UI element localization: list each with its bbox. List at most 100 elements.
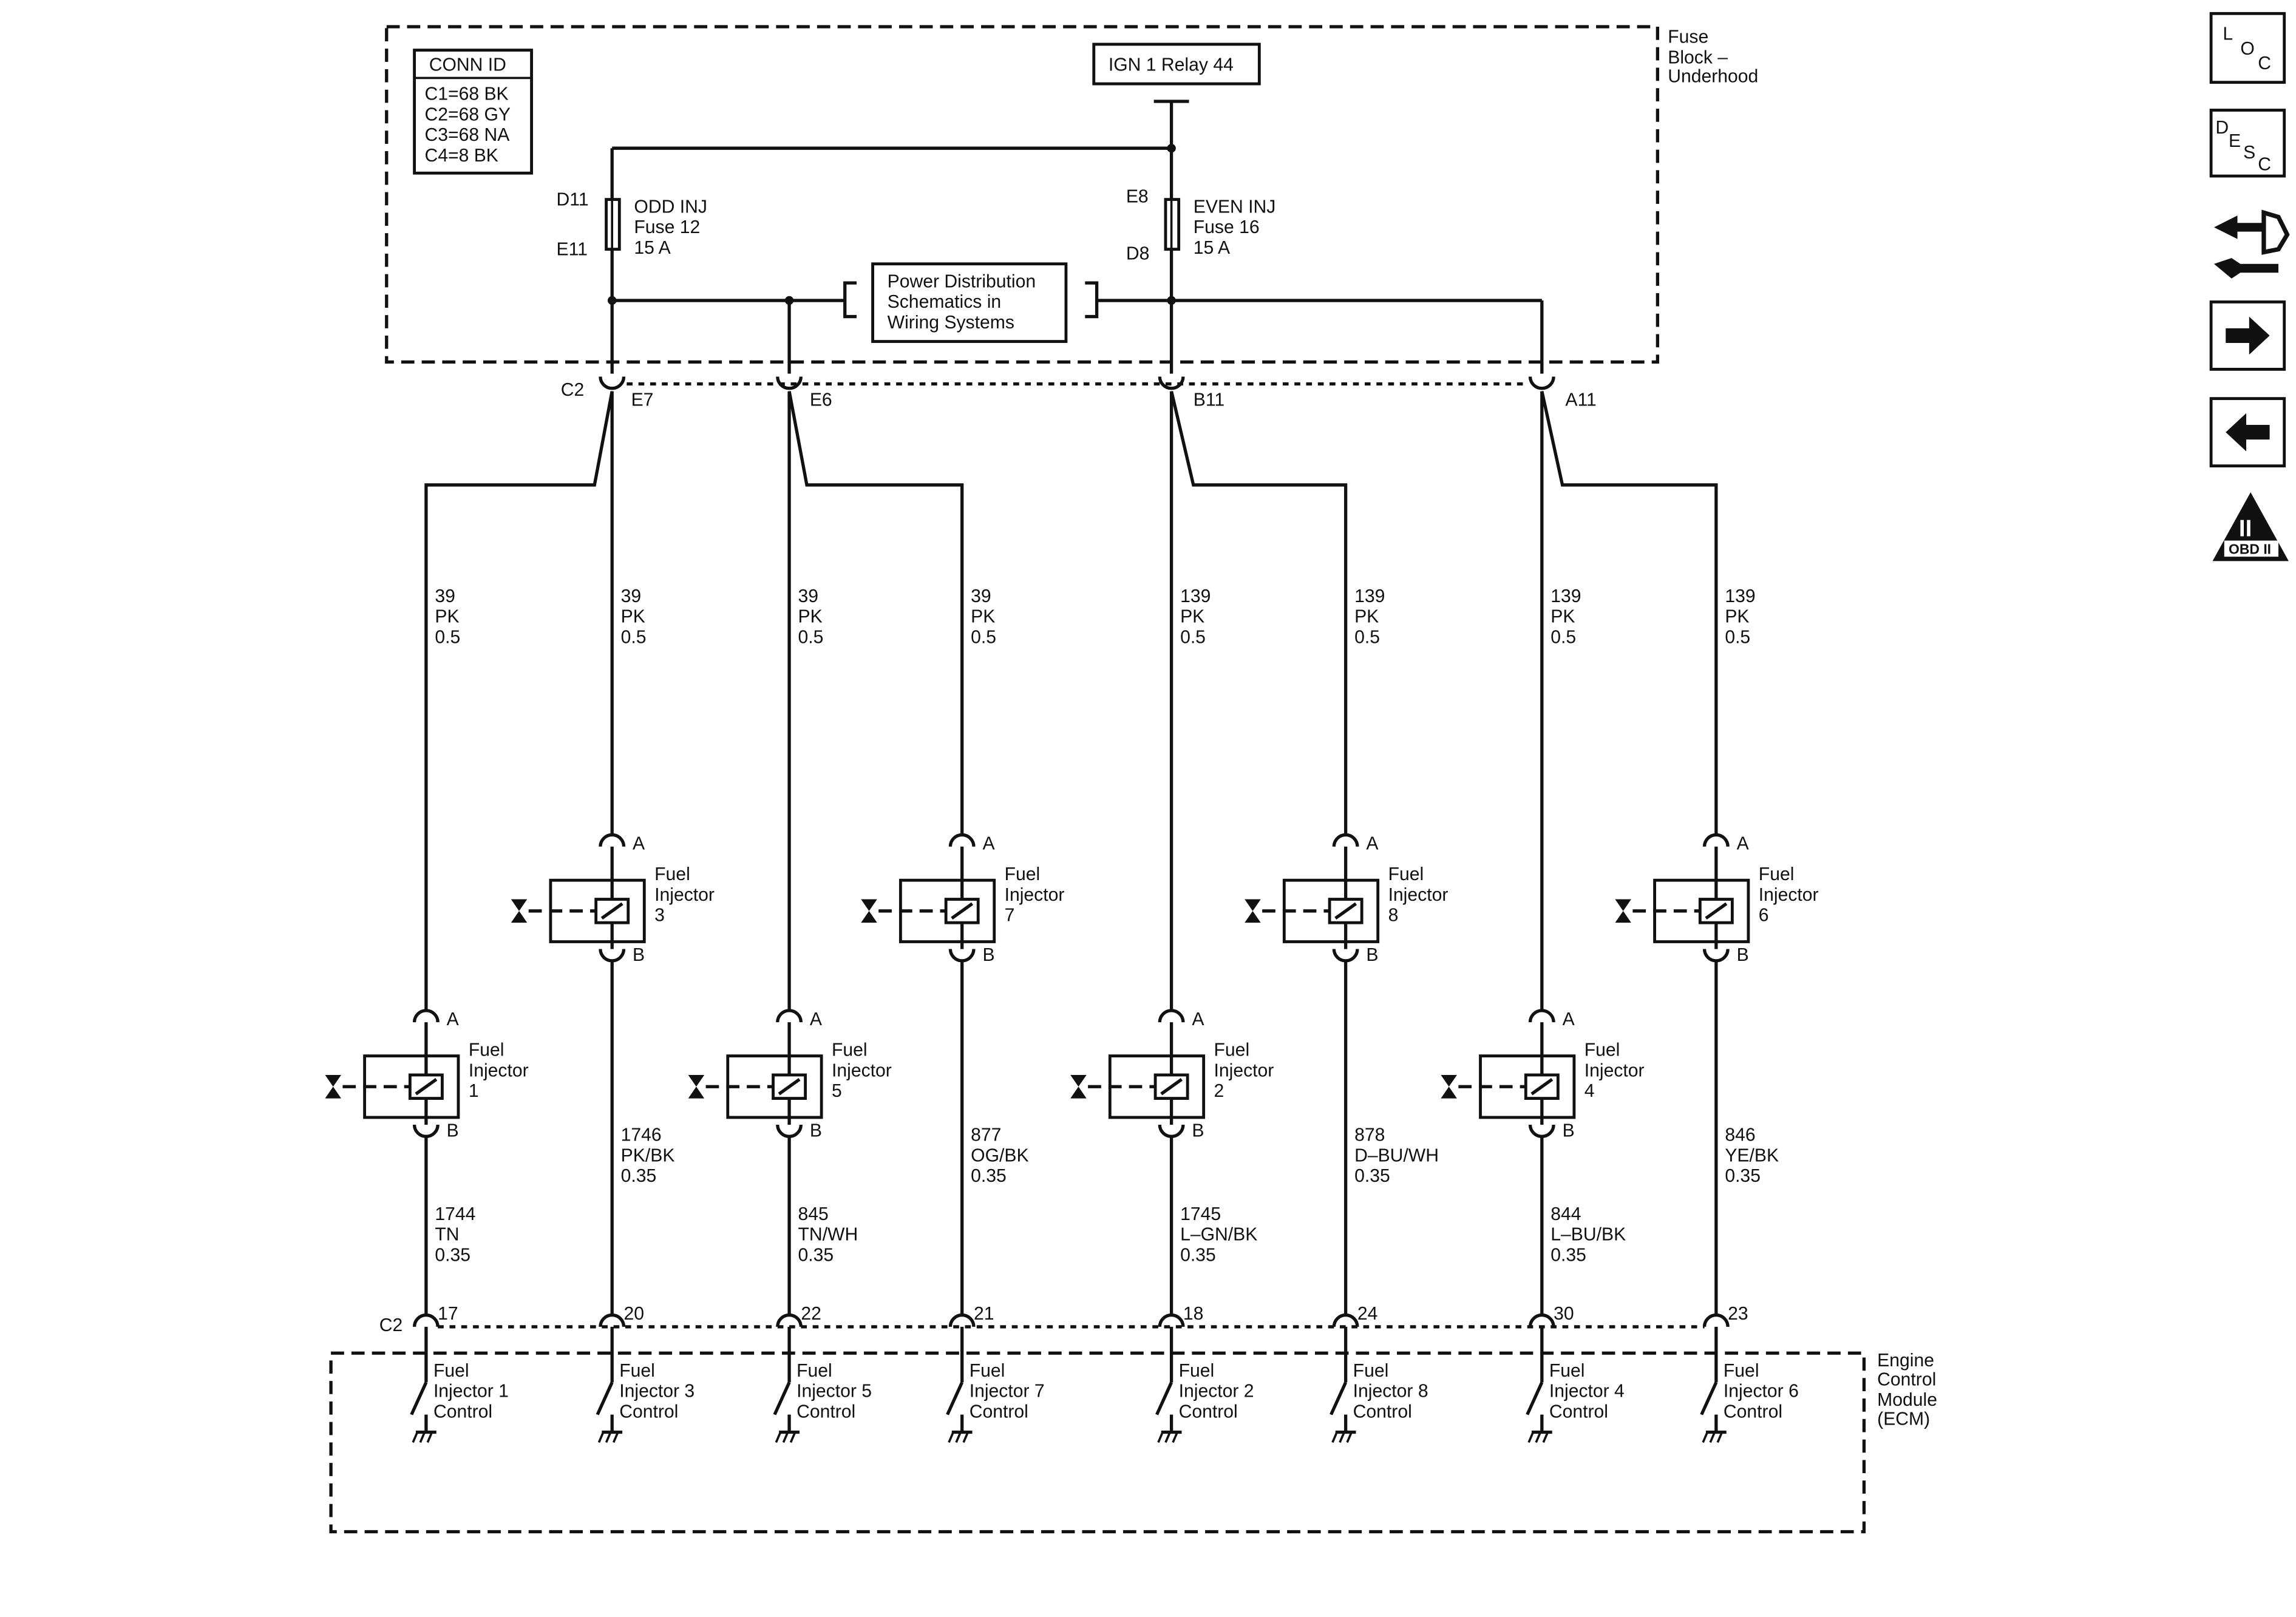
ign-relay: IGN 1 Relay 44 <box>1092 42 1261 153</box>
wire-size: 0.5 <box>971 627 996 647</box>
wire-circuit: 139 <box>1354 586 1385 606</box>
obd-roman: II <box>2239 515 2252 541</box>
desc-letter-s: S <box>2243 143 2255 163</box>
fuse-block-boundary <box>385 25 1660 364</box>
valve-icon <box>325 1074 341 1099</box>
fuel-injectors: ABFuelInjector1ABFuelInjector3ABFuelInje… <box>325 833 1819 1315</box>
loc-letter-c: C <box>2258 53 2271 73</box>
injector-name-line1: Fuel <box>832 1040 868 1060</box>
wire-circuit: 39 <box>798 586 819 606</box>
even-fuse-top-pin: E8 <box>1126 186 1149 206</box>
ecm-driver-line1: Fuel <box>1353 1361 1389 1381</box>
wire-size: 0.35 <box>1725 1166 1761 1186</box>
wire-circuit: 846 <box>1725 1125 1755 1145</box>
injector-pin-a: A <box>1192 1009 1204 1029</box>
valve-icon <box>1070 1074 1087 1099</box>
fuse-block-label-line1: Fuse <box>1668 27 1708 47</box>
ecm-driver-line2: Injector 2 <box>1179 1381 1254 1402</box>
ecm-driver-line2: Injector 4 <box>1549 1381 1625 1402</box>
odd-fuse-line1: ODD INJ <box>634 197 707 217</box>
ecm-pin: 24 <box>1357 1304 1378 1324</box>
injector-pin-a: A <box>633 834 645 854</box>
injector-name-line2: Injector <box>832 1060 892 1080</box>
injector-name-line2: Injector <box>469 1060 529 1080</box>
diagnostic-connector-icon[interactable] <box>2213 209 2290 279</box>
injector-pin-a: A <box>447 1009 460 1029</box>
odd-fuse-line2: Fuse 12 <box>634 217 700 237</box>
wire-color: TN/WH <box>798 1225 858 1245</box>
injector-pin-a: A <box>982 834 995 854</box>
valve-icon <box>511 899 528 923</box>
wire-size: 0.35 <box>798 1245 834 1265</box>
fuse-block: Fuse Block – Underhood CONN ID C1=68 BK … <box>385 25 1758 410</box>
loc-letter-l: L <box>2223 24 2233 44</box>
wire-color: YE/BK <box>1725 1145 1779 1165</box>
wire-size: 0.35 <box>1550 1245 1586 1265</box>
ecm-boundary <box>329 1351 1866 1534</box>
ecm-driver-line3: Control <box>1724 1402 1782 1422</box>
ign-relay-label: IGN 1 Relay 44 <box>1109 55 1234 75</box>
conn-id-table: CONN ID C1=68 BK C2=68 GY C3=68 NA C4=8 … <box>413 49 533 175</box>
wire-color: PK <box>621 607 645 627</box>
arrow-right-icon[interactable] <box>2209 300 2286 371</box>
arrow-left-icon[interactable] <box>2209 397 2286 468</box>
conn-id-line3: C3=68 NA <box>424 125 510 145</box>
conn-id-title: CONN ID <box>429 55 506 75</box>
injector-name-line1: Fuel <box>1388 864 1424 884</box>
loc-icon[interactable]: L O C <box>2209 12 2286 84</box>
injector-pin-b: B <box>633 945 645 965</box>
nav-toolbar: L O C D E S C II OBD II <box>2209 12 2290 561</box>
power-ref-line2: Schematics in <box>888 292 1002 312</box>
ecm-pin: 17 <box>438 1304 458 1324</box>
ecm-driver-line3: Control <box>1179 1402 1238 1422</box>
wire-color: PK <box>1354 607 1379 627</box>
ecm-pin: 22 <box>801 1304 821 1324</box>
injector-name-line3: 2 <box>1214 1081 1224 1101</box>
even-fuse-line1: EVEN INJ <box>1194 197 1276 217</box>
ecm-driver-line1: Fuel <box>1179 1361 1215 1381</box>
even-fuse-bottom-pin: D8 <box>1126 244 1150 264</box>
obd-ii-icon[interactable]: II OBD II <box>2212 492 2289 561</box>
injector-name-line3: 7 <box>1005 906 1015 926</box>
injector-name-line1: Fuel <box>469 1040 504 1060</box>
wire-size: 0.35 <box>1180 1245 1216 1265</box>
valve-icon <box>688 1074 705 1099</box>
conn-id-line1: C1=68 BK <box>424 84 508 104</box>
injector-name-line3: 6 <box>1759 906 1769 926</box>
power-ref-line1: Power Distribution <box>888 271 1036 291</box>
desc-icon[interactable]: D E S C <box>2209 109 2286 178</box>
injector-name-line3: 1 <box>469 1081 479 1101</box>
injector-name-line2: Injector <box>1584 1060 1645 1080</box>
wire-size: 0.5 <box>1354 627 1380 647</box>
injector-pin-b: B <box>1366 945 1378 965</box>
wire-color: L–BU/BK <box>1550 1225 1626 1245</box>
power-ref-line3: Wiring Systems <box>888 313 1014 333</box>
valve-icon <box>1245 899 1261 923</box>
wire-size: 0.5 <box>1180 627 1206 647</box>
pin-e7: E7 <box>631 390 654 410</box>
wire-circuit: 39 <box>435 586 455 606</box>
injector-name-line3: 5 <box>832 1081 842 1101</box>
pin-e6: E6 <box>810 390 832 410</box>
wire-circuit: 1744 <box>435 1204 475 1224</box>
power-distribution-reference[interactable]: Power Distribution Schematics in Wiring … <box>843 262 1099 343</box>
wire-circuit: 844 <box>1550 1204 1581 1224</box>
injector-pin-a: A <box>1737 834 1750 854</box>
wire-circuit: 845 <box>798 1204 829 1224</box>
ecm-driver-line3: Control <box>796 1402 855 1422</box>
injector-pin-b: B <box>447 1120 459 1141</box>
